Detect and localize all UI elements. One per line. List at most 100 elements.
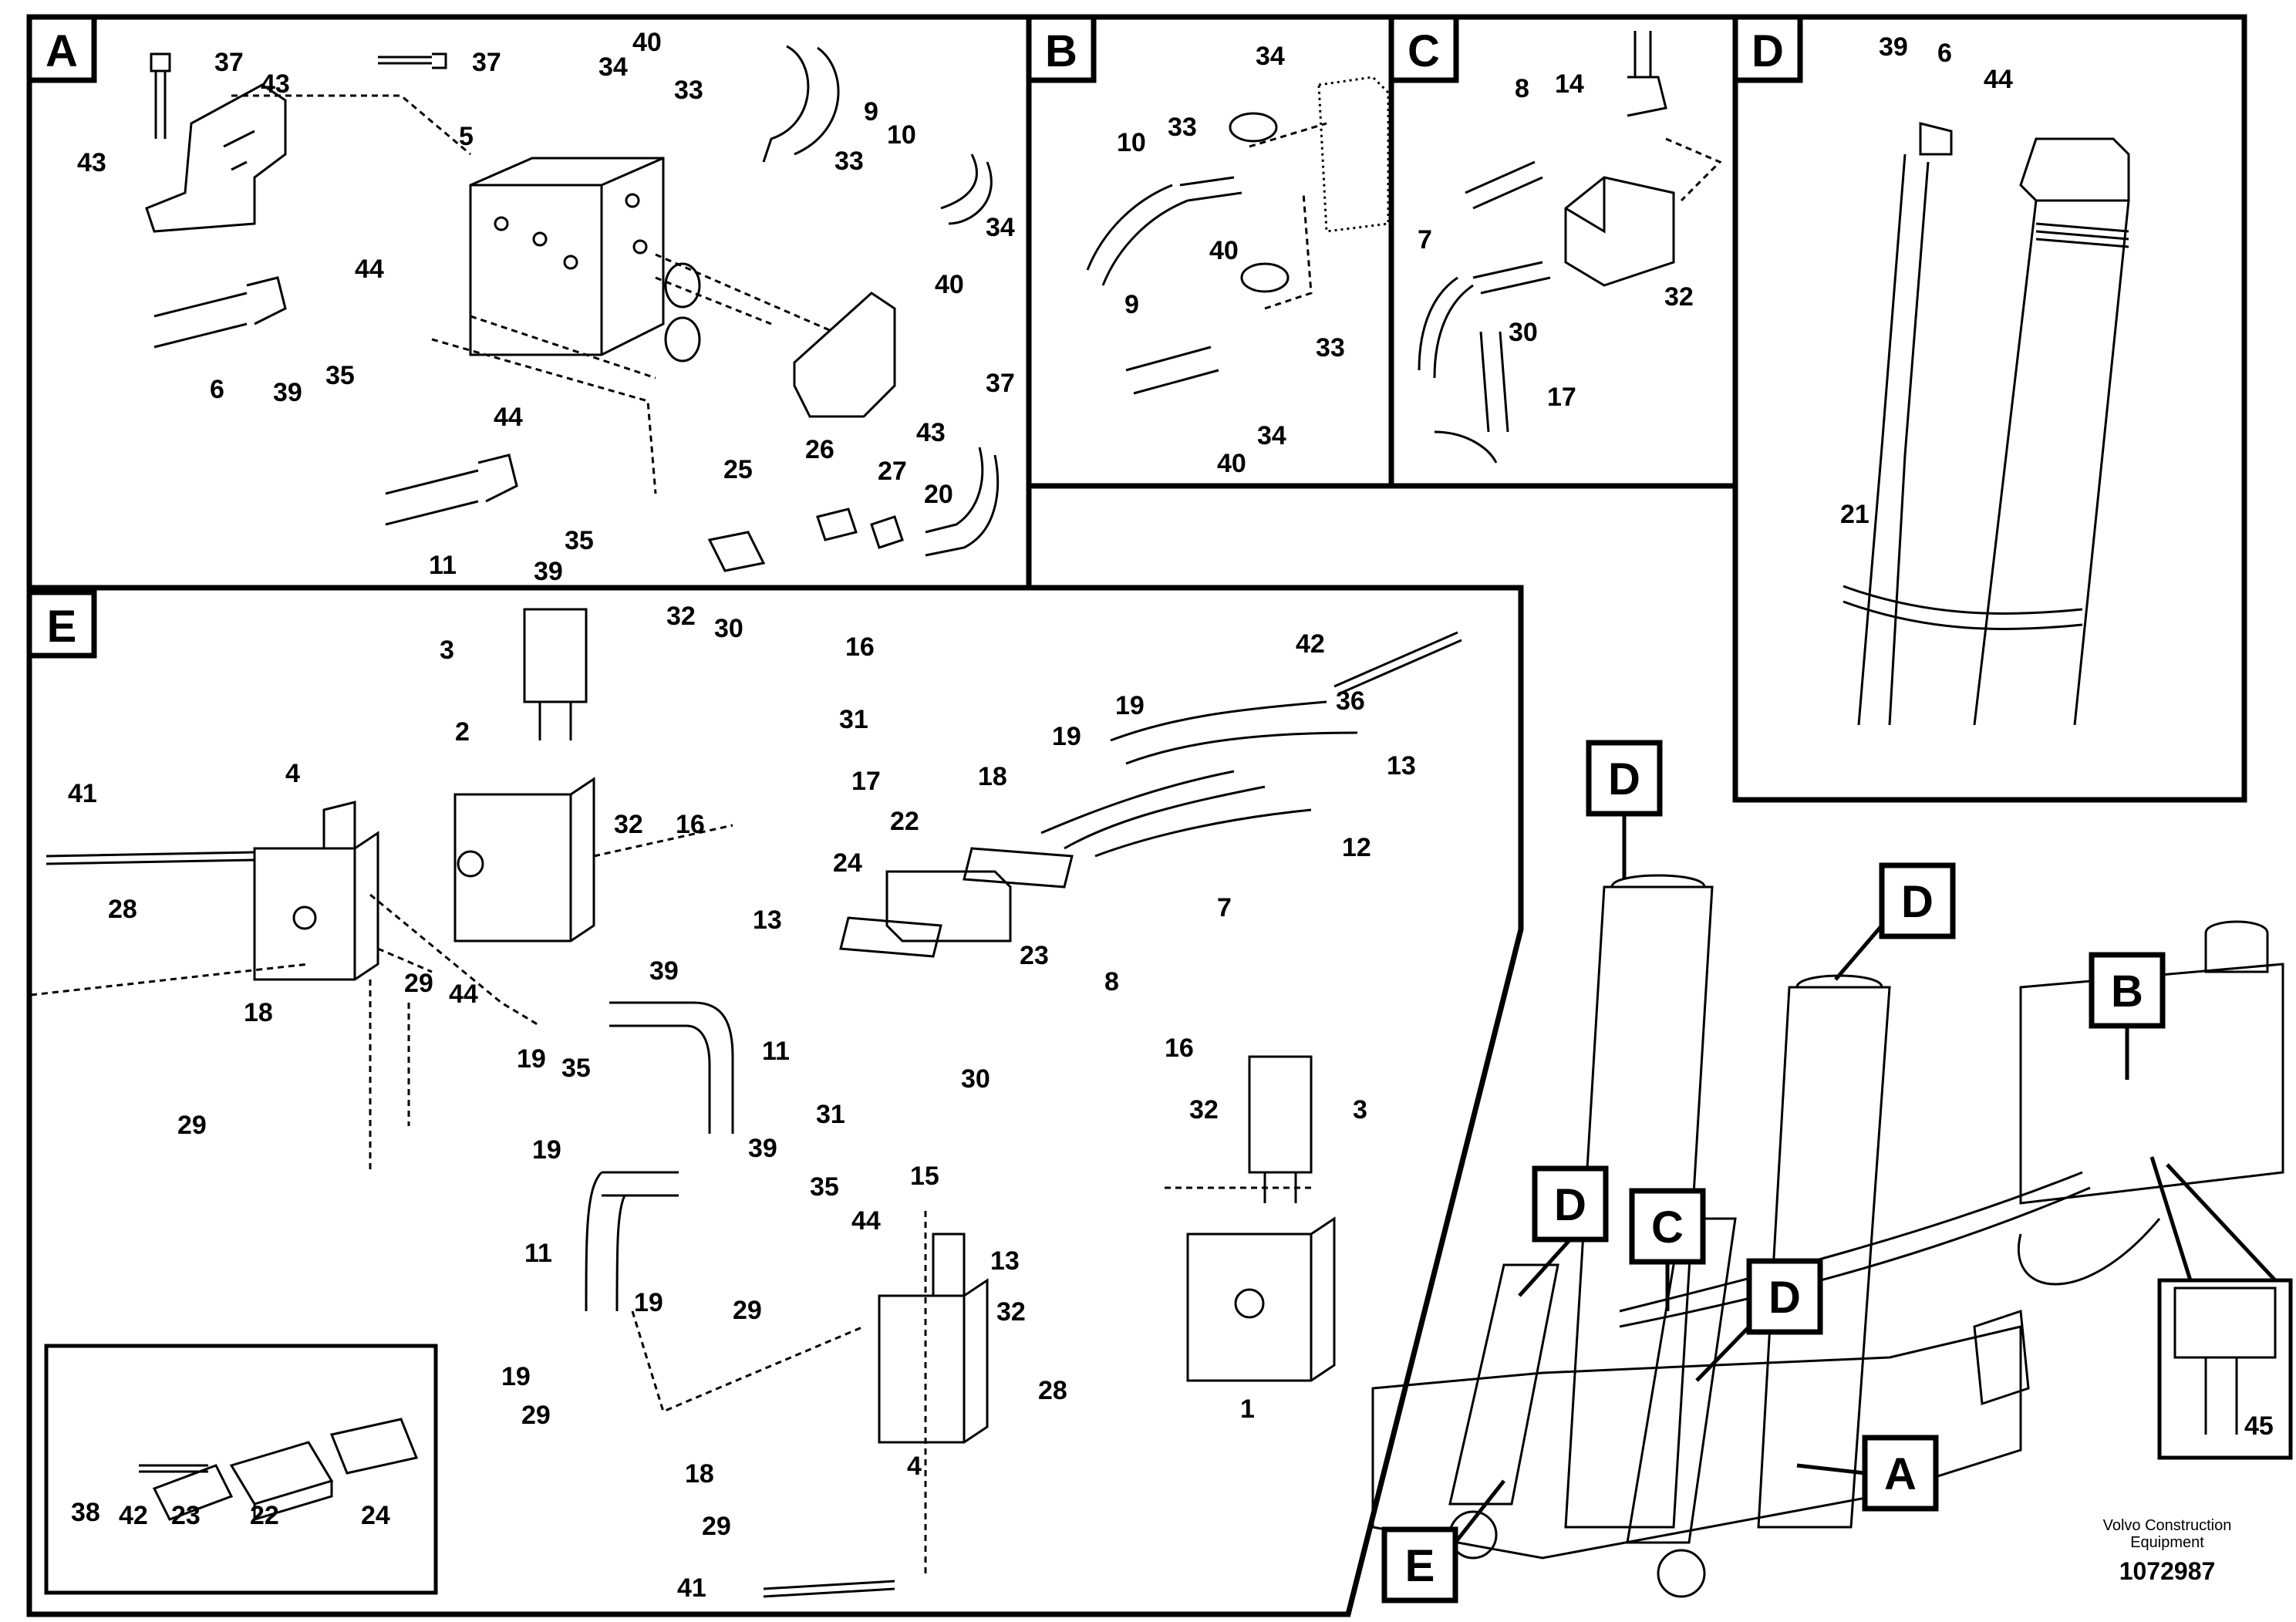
- part-number: 44: [355, 255, 384, 284]
- panel-c-part-numbers: 14 8 7 30 32 17: [1418, 69, 1694, 412]
- panel-a-frame: [26, 14, 1032, 591]
- part-number: 35: [565, 526, 594, 555]
- panel-frames: [26, 14, 2247, 1617]
- part-number: 5: [459, 122, 474, 151]
- part-number: 18: [685, 1459, 714, 1489]
- part-number: 38: [71, 1498, 100, 1527]
- panel-c-artwork: [1418, 31, 1722, 464]
- part-number: 37: [986, 369, 1015, 398]
- part-number: 26: [805, 435, 834, 464]
- part-number: 15: [910, 1162, 939, 1191]
- part-number: 43: [916, 418, 946, 447]
- part-number: 40: [1217, 449, 1246, 478]
- part-number: 35: [325, 361, 355, 390]
- callout-label: E: [1405, 1541, 1435, 1591]
- panel-e-letter: E: [47, 602, 77, 652]
- part-number: 6: [210, 375, 224, 404]
- part-number: 19: [1052, 722, 1081, 751]
- part-number: 30: [714, 614, 743, 643]
- part-number: 34: [1256, 42, 1285, 71]
- part-number: 30: [1509, 318, 1538, 347]
- part-number: 23: [171, 1501, 201, 1530]
- part-number: 32: [614, 810, 643, 839]
- part-number: 11: [762, 1037, 790, 1066]
- panel-b-part-numbers: 34 33 10 40 9 33 40 34: [1117, 42, 1345, 478]
- part-number: 8: [1104, 967, 1119, 996]
- panel-a-letter: A: [46, 26, 78, 76]
- panel-e-artwork: [30, 608, 1462, 1598]
- panel-e-frame: [26, 585, 1524, 1617]
- part-number: 16: [1165, 1034, 1194, 1063]
- panel-d-letter: D: [1752, 26, 1784, 76]
- part-number: 31: [816, 1100, 845, 1129]
- part-number: 25: [723, 455, 753, 484]
- part-number: 13: [753, 905, 782, 935]
- part-number: 12: [1342, 833, 1371, 862]
- panel-d-artwork: [1843, 122, 2130, 726]
- part-number: 19: [501, 1362, 531, 1391]
- part-number: 3: [1353, 1095, 1367, 1125]
- part-number: 16: [676, 810, 705, 839]
- part-number: 39: [649, 956, 679, 986]
- part-number: 39: [1879, 32, 1908, 62]
- part-number: 4: [285, 759, 300, 788]
- part-number: 29: [177, 1111, 207, 1140]
- part-number: 9: [864, 97, 878, 126]
- part-number: 23: [1020, 941, 1049, 970]
- panel-b-letter: B: [1045, 26, 1077, 76]
- part-number: 18: [244, 998, 273, 1027]
- part-number: 30: [961, 1064, 990, 1094]
- part-number: 28: [1038, 1376, 1067, 1405]
- part-number: 33: [1168, 113, 1197, 142]
- part-number: 35: [561, 1054, 591, 1083]
- part-number: 39: [273, 378, 302, 407]
- part-number: 27: [878, 457, 907, 486]
- part-number: 19: [1115, 691, 1145, 720]
- part-number: 34: [986, 213, 1015, 242]
- part-number: 14: [1555, 69, 1584, 99]
- part-number: 43: [77, 148, 106, 177]
- part-number: 42: [119, 1501, 148, 1530]
- part-number: 13: [1387, 751, 1416, 781]
- document-number: 1072987: [2119, 1557, 2216, 1585]
- part-number: 33: [1316, 333, 1345, 363]
- part-number: 45: [2244, 1411, 2274, 1441]
- part-number: 6: [1937, 39, 1952, 68]
- part-number: 32: [1664, 282, 1694, 312]
- callout-label: D: [1554, 1180, 1586, 1230]
- footer: Volvo Construction Equipment 1072987: [2103, 1517, 2232, 1585]
- panel-d-part-numbers: 39 6 44 21: [1840, 32, 2013, 529]
- part-number: 19: [517, 1044, 546, 1074]
- part-number: 22: [890, 807, 919, 836]
- part-number: 18: [978, 762, 1007, 791]
- part-number: 22: [250, 1501, 279, 1530]
- part-number: 44: [851, 1206, 881, 1236]
- part-number: 44: [1984, 65, 2013, 94]
- part-number: 40: [632, 28, 662, 57]
- part-number: 32: [1189, 1095, 1219, 1125]
- panel-e-inset-frame: [44, 1344, 438, 1595]
- part-number: 11: [524, 1239, 552, 1268]
- part-number: 10: [887, 120, 916, 150]
- part-number: 35: [810, 1172, 839, 1202]
- part-number: 9: [1124, 290, 1139, 319]
- overview-callouts: D D B D C D A E 45: [1381, 740, 2274, 1603]
- part-number: 19: [532, 1135, 561, 1165]
- panel-e-part-numbers: 3 2 32 30 16 31 17 41 4 28 29 18 32 16 1…: [68, 602, 1416, 1603]
- part-number: 37: [214, 48, 244, 77]
- part-number: 39: [748, 1134, 777, 1163]
- part-number: 29: [733, 1296, 762, 1325]
- panel-a-artwork: [145, 45, 1000, 572]
- part-number: 36: [1336, 686, 1365, 716]
- part-number: 17: [1547, 383, 1576, 412]
- part-number: 11: [429, 551, 457, 580]
- part-number: 4: [907, 1452, 922, 1481]
- part-number: 40: [935, 270, 964, 299]
- part-number: 29: [521, 1401, 551, 1430]
- company-name-line1: Volvo Construction: [2103, 1517, 2232, 1534]
- part-number: 29: [702, 1512, 731, 1541]
- part-number: 8: [1515, 74, 1529, 103]
- callout-label: B: [2111, 966, 2143, 1017]
- part-number: 34: [1257, 421, 1286, 450]
